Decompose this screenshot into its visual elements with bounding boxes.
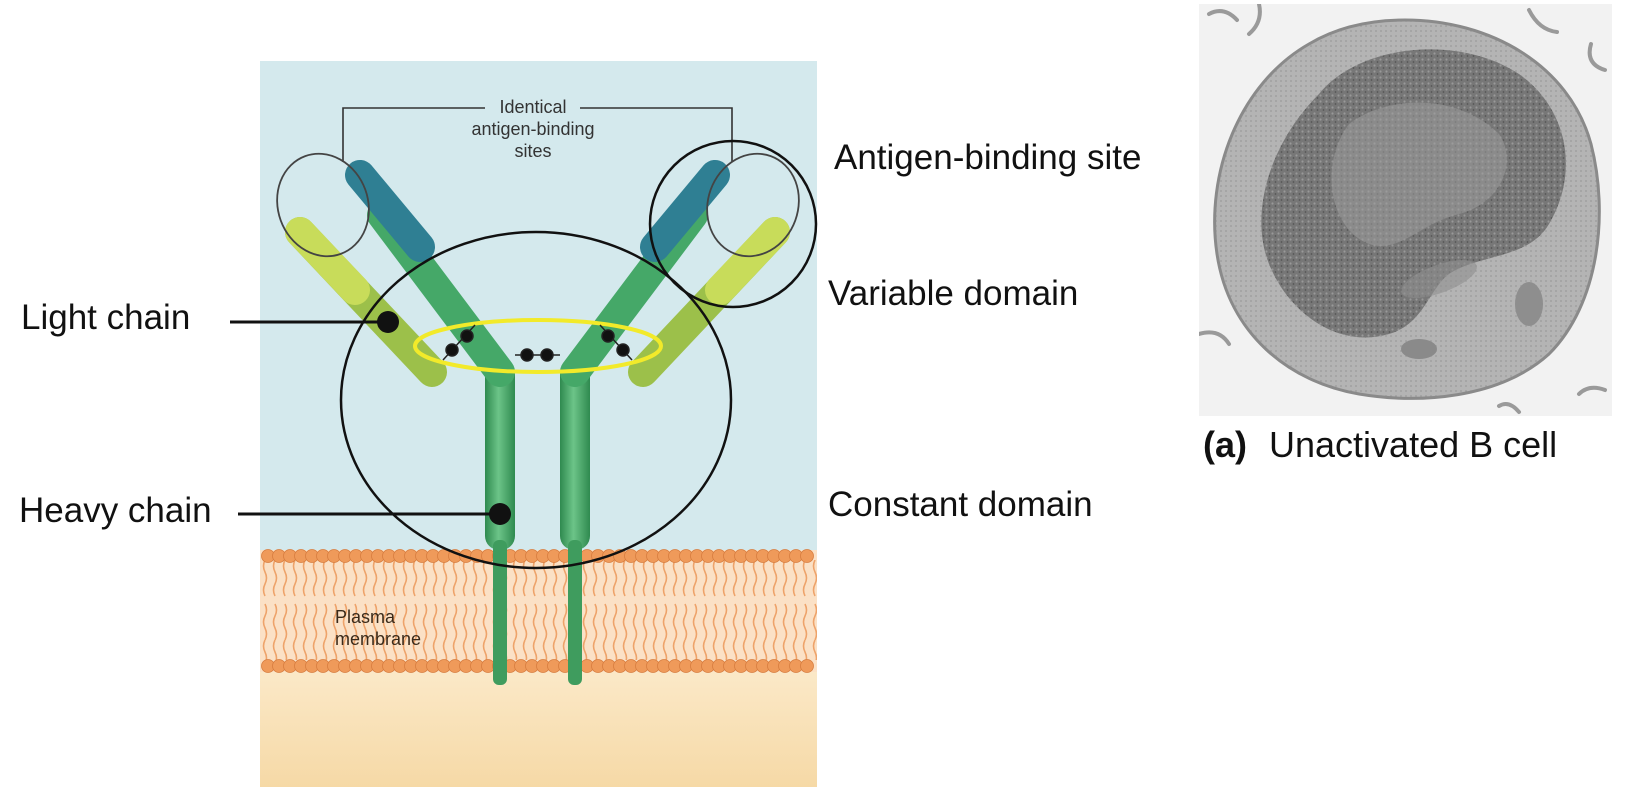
binding-site-outline-right xyxy=(706,152,800,258)
identical-sites-label: Identical antigen-binding sites xyxy=(448,96,618,162)
disulfide-bonds xyxy=(442,324,633,362)
variable-domain-label: Variable domain xyxy=(828,274,1079,313)
b-cell-micrograph-image xyxy=(1197,2,1612,416)
antigen-binding-site-outline xyxy=(648,139,818,309)
heavy-chain-stem-left xyxy=(485,360,515,550)
constant-domain-label: Constant domain xyxy=(828,485,1093,524)
plasma-membrane-line-1: Plasma xyxy=(335,607,396,627)
heavy-chain-pointer-dot xyxy=(489,503,511,525)
lipid-head xyxy=(800,659,814,673)
heavy-chain-label: Heavy chain xyxy=(19,491,212,530)
antigen-binding-site-label: Antigen-binding site xyxy=(834,138,1142,177)
lipid-heads-bottom xyxy=(261,659,814,673)
identical-sites-line-1: Identical xyxy=(495,96,571,118)
light-chain-label: Light chain xyxy=(21,298,191,337)
light-variable-right xyxy=(705,217,790,305)
plasma-membrane-label: Plasma membrane xyxy=(335,606,421,650)
caption-letter: (a) xyxy=(1203,424,1247,465)
heavy-variable-right xyxy=(640,160,730,262)
transmembrane-right xyxy=(568,540,582,685)
light-chain-pointer-dot xyxy=(377,311,399,333)
identical-sites-line-2: antigen-binding xyxy=(471,119,595,139)
identical-sites-bracket xyxy=(342,107,733,162)
heavy-chain-stem-right xyxy=(560,360,590,550)
lipid-tails xyxy=(260,560,817,660)
transmembrane-left xyxy=(493,540,507,685)
variable-constant-outline xyxy=(339,230,733,570)
lipid-head xyxy=(800,549,814,563)
plasma-membrane-line-2: membrane xyxy=(335,629,422,649)
b-cell-micrograph xyxy=(1197,2,1612,416)
cytoplasm xyxy=(260,670,817,787)
identical-sites-line-3: sites xyxy=(514,141,552,161)
binding-site-outline-left xyxy=(276,152,370,258)
disulfide-bond-ring xyxy=(413,318,663,374)
heavy-variable-left xyxy=(345,160,435,262)
micrograph-caption: (a) Unactivated B cell xyxy=(1203,424,1557,466)
light-variable-left xyxy=(285,217,370,305)
caption-text: Unactivated B cell xyxy=(1269,424,1558,465)
